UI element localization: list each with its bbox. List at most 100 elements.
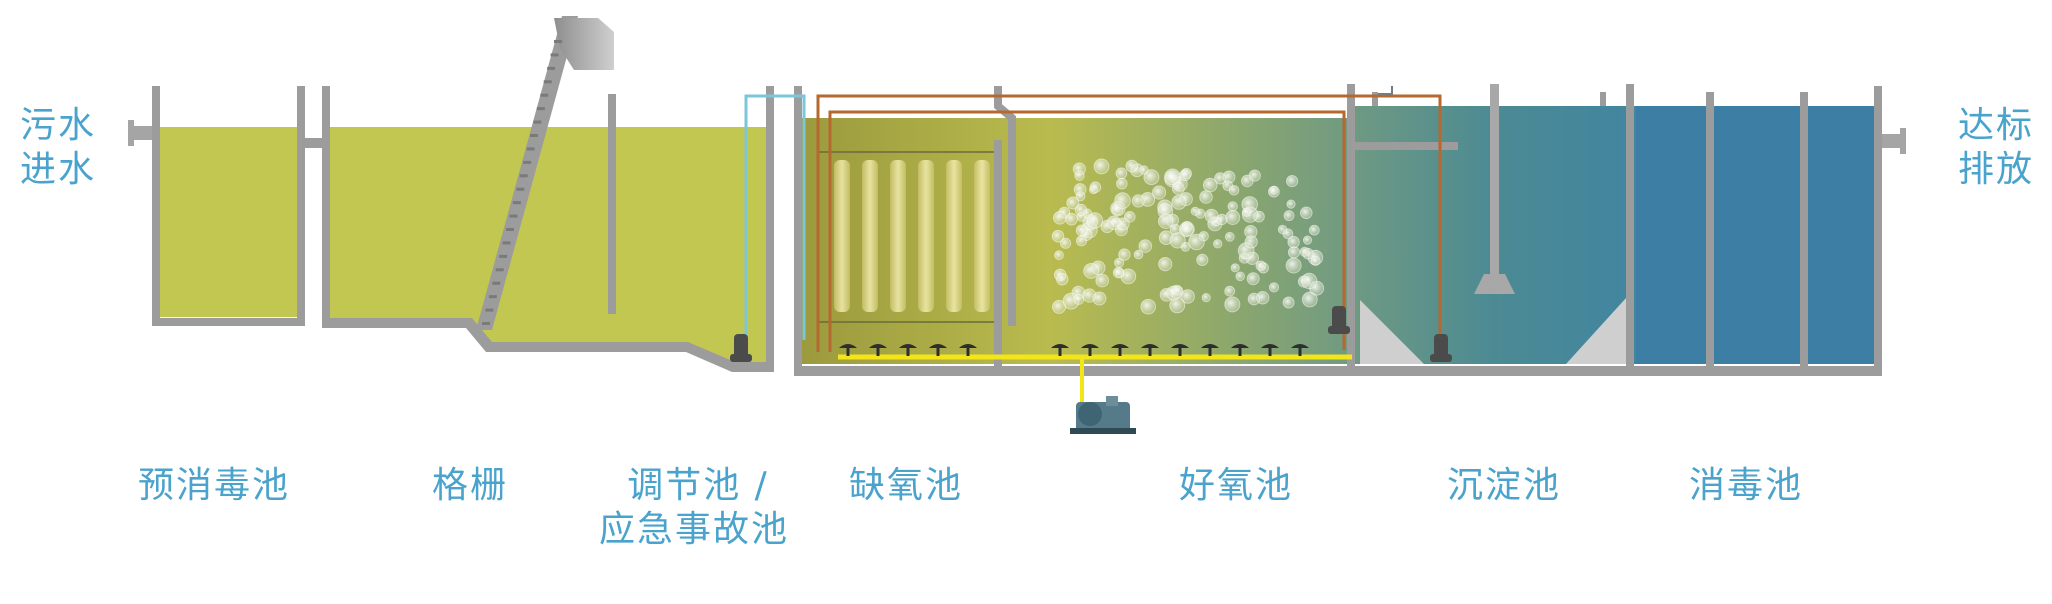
- screen-rake: [499, 254, 508, 258]
- air-diffuser-icon: [1081, 344, 1099, 356]
- tank-label-pre-disinfection: 预消毒池: [137, 465, 290, 506]
- air-bubble-icon: [1268, 282, 1280, 293]
- air-bubble-icon: [1241, 207, 1252, 217]
- air-bubble-icon: [1180, 289, 1195, 304]
- air-diffuser-icon: [1231, 344, 1249, 356]
- air-bubble-icon: [1188, 233, 1205, 251]
- screen-rake: [533, 120, 542, 124]
- air-bubble-icon: [1115, 167, 1128, 180]
- air-bubble-icon: [1164, 168, 1181, 186]
- disinfection-water: [1636, 106, 1875, 364]
- outlet-label-line2: 排放: [1958, 149, 2035, 190]
- air-bubble-icon: [1235, 271, 1245, 282]
- air-bubble-icon: [1114, 192, 1131, 209]
- air-bubble-icon: [1268, 185, 1280, 198]
- air-bubble-icon: [1118, 248, 1131, 261]
- screen-regulating-water: [330, 127, 766, 362]
- air-bubble-icon: [1301, 291, 1318, 308]
- air-bubble-icon: [1244, 235, 1258, 249]
- return-pipes: [744, 86, 1442, 352]
- screen-rake: [530, 134, 538, 137]
- air-bubble-icon: [1248, 169, 1261, 182]
- air-bubble-icon: [1204, 208, 1219, 223]
- screen-rake: [536, 107, 545, 111]
- air-bubble-icon: [1196, 253, 1209, 266]
- air-bubble-icon: [1076, 235, 1087, 247]
- tank-label-emergency: 应急事故池: [598, 509, 789, 550]
- screen-rake: [495, 268, 504, 272]
- air-bubble-icon: [1059, 237, 1072, 249]
- air-bubble-icon: [1283, 210, 1295, 222]
- air-diffuser-icon: [1171, 344, 1189, 356]
- screen-rake: [516, 187, 525, 191]
- center-feed-well: [1348, 84, 1515, 294]
- air-bubble-icon: [1300, 206, 1313, 220]
- screen-rake: [492, 281, 501, 285]
- air-bubble-icon: [1158, 213, 1174, 229]
- air-diffuser-icon: [1051, 344, 1069, 356]
- bar-screen: [476, 16, 614, 330]
- air-diffuser-icon: [1201, 344, 1219, 356]
- air-bubble-icon: [1190, 206, 1200, 216]
- air-bubble-icon: [1052, 299, 1066, 314]
- air-bubble-icon: [1051, 229, 1065, 243]
- inlet-label-line1: 污水: [20, 105, 97, 146]
- tank-label-aerobic: 好氧池: [1178, 465, 1293, 506]
- air-bubble-icon: [1224, 296, 1241, 313]
- air-bubble-icon: [1139, 165, 1149, 175]
- screen-rake: [540, 93, 549, 97]
- screen-rake: [502, 241, 511, 245]
- air-bubble-icon: [1301, 272, 1318, 290]
- air-bubble-icon: [1213, 239, 1223, 249]
- air-bubble-icon: [1302, 235, 1313, 245]
- tank-label-sedimentation: 沉淀池: [1446, 465, 1561, 506]
- air-bubble-icon: [1172, 285, 1183, 296]
- air-bubble-icon: [1056, 273, 1069, 286]
- biofilm-media: [817, 151, 1001, 323]
- air-blower-icon: [1070, 396, 1136, 434]
- air-bubble-icon: [1171, 194, 1187, 210]
- air-bubble-icon: [1287, 235, 1300, 249]
- air-bubble-icon: [1131, 194, 1145, 208]
- tank-label-regulating: 调节池 /: [627, 465, 769, 506]
- pre-disinfection-water: [160, 127, 297, 317]
- air-bubble-icon: [1179, 169, 1191, 182]
- air-bubble-icon: [1228, 185, 1240, 196]
- screen-rake: [482, 322, 490, 325]
- submersible-pump-icon: [730, 334, 752, 362]
- submersible-pump-icon: [1430, 334, 1452, 362]
- inlet-pipe: [128, 120, 152, 146]
- air-bubble-icon: [1138, 239, 1153, 253]
- outlet-pipe: [1882, 128, 1906, 154]
- air-bubble-icon: [1065, 212, 1078, 226]
- air-bubble-icon: [1277, 224, 1288, 235]
- air-bubble-icon: [1111, 217, 1121, 227]
- air-bubble-icon: [1169, 232, 1186, 249]
- outlet-label-line1: 达标: [1958, 105, 2035, 146]
- screen-rake: [488, 295, 497, 299]
- screen-rake: [547, 66, 556, 70]
- air-diffuser-icon: [959, 344, 977, 356]
- tank-label-anoxic: 缺氧池: [848, 465, 963, 506]
- air-bubble-icon: [1093, 158, 1110, 175]
- air-bubble-icon: [1224, 285, 1236, 297]
- submersible-pump-icon: [1328, 306, 1350, 334]
- air-bubble-icon: [1201, 293, 1211, 303]
- air-bubble-icon: [1225, 210, 1241, 225]
- air-supply-line: [838, 354, 1352, 402]
- aeration-bubbles: [1051, 158, 1325, 315]
- air-diffuser-icon: [869, 344, 887, 356]
- screen-rake: [523, 160, 532, 164]
- tank-walls: [152, 84, 1882, 376]
- air-bubble-icon: [1286, 175, 1299, 188]
- air-bubble-icon: [1124, 211, 1136, 223]
- screen-rake: [512, 201, 521, 205]
- air-diffuser-icon: [929, 344, 947, 356]
- sludge-hopper-right: [1566, 298, 1626, 364]
- air-bubble-icon: [1171, 182, 1185, 195]
- screen-rake: [509, 214, 518, 218]
- air-bubble-icon: [1089, 181, 1102, 193]
- air-bubble-icon: [1230, 263, 1240, 273]
- air-bubble-icon: [1287, 246, 1301, 259]
- air-bubble-icon: [1255, 260, 1267, 272]
